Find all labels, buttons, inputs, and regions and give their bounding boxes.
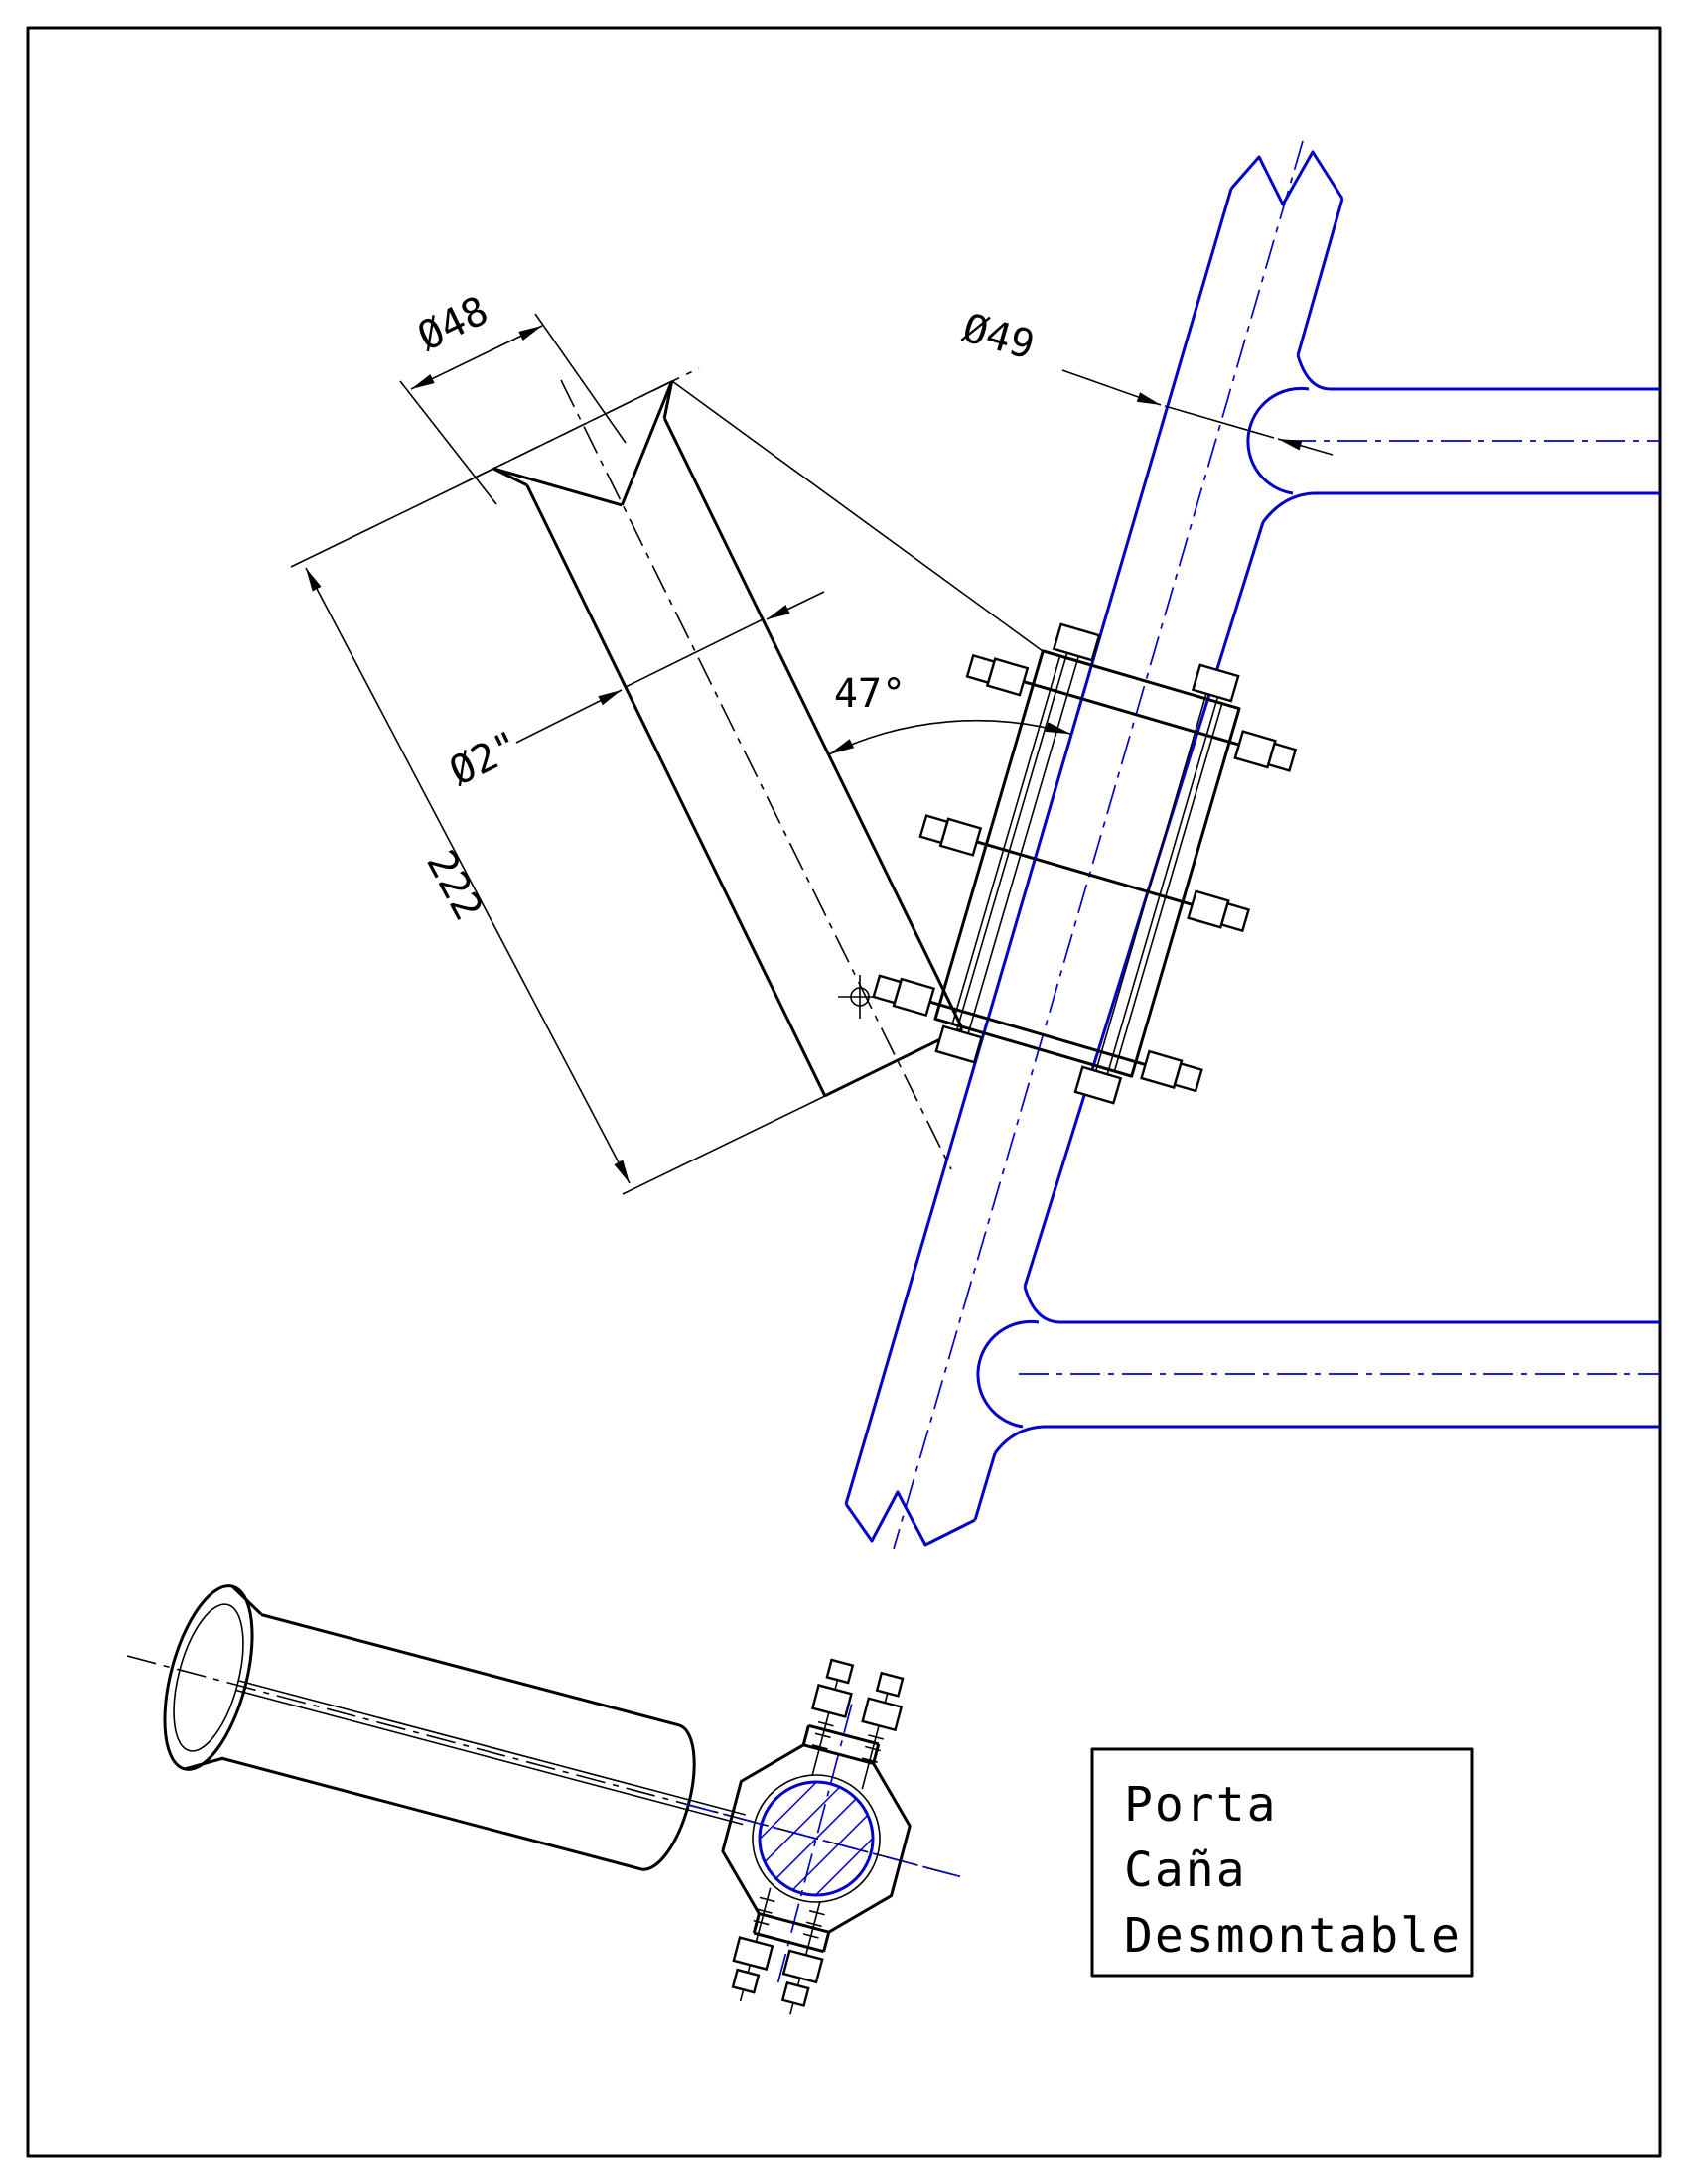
dim-length-222: 222 [290,468,826,1195]
rail-horizontal-tube-top [1246,354,1660,523]
rod-top-nut-left [1052,622,1101,662]
rail-diagonal-centerline [893,140,1304,1550]
title-line-2: Caña [1124,1843,1247,1898]
blue-rail-assembly [844,140,1660,1550]
notch-left [492,467,623,507]
clamp-plate-assembly [872,622,1298,1105]
tube-right-edge [662,417,964,1029]
drawing-border-frame [26,26,1662,2158]
threaded-rod-left [951,636,1073,1047]
angle-arrow-right [1045,722,1071,735]
clamp-bolt-row-middle [918,814,1250,933]
dim-angle-47: 47° [828,671,1072,755]
dim-label-222: 222 [417,843,492,927]
dim-label-dia49: Ø49 [958,305,1040,368]
rod-bottom-nut-left [934,1024,984,1064]
title-block: Porta Caña Desmontable [1090,1747,1474,1978]
angle-arc [828,719,1072,755]
clamp-bolt-row-bottom [872,974,1203,1093]
title-block-frame [1090,1747,1474,1978]
rail-break-bottom [844,1490,976,1547]
opening-face-centerline [466,367,700,482]
iso-clamp [686,1658,961,2015]
iso-rail-cross-section [758,1780,875,1897]
dim-label-47deg: 47° [834,671,906,717]
title-line-3: Desmontable [1124,1908,1462,1964]
rail-bottom-tube-end-cap [976,1319,1040,1429]
iso-clamp-bolts-top [801,1658,905,1790]
dim-dia2in: Ø2" [443,591,825,795]
rail-top-tube-end-cap [1246,386,1310,495]
iso-clamp-bolts-bottom [731,1887,831,2015]
rail-section-centerline-v [776,1704,853,1983]
dim-dia48: Ø48 [399,288,627,505]
rod-top-nut-right [1191,663,1240,703]
rail-diagonal-right-edge-lower [973,1452,997,1521]
notch-right [620,380,674,506]
angle-arrow-left [828,739,855,755]
rod-bottom-nut-right [1073,1065,1123,1105]
iso-flange [163,1584,263,1771]
rod-holder-tube-main-view [466,367,1044,1170]
rail-diagonal-left-edge [844,188,1233,1505]
iso-rod-lower-line [235,1689,744,1826]
tube-left-edge [525,484,827,1097]
title-line-1: Porta [1124,1777,1278,1833]
clamp-octagon-body [721,1743,912,1934]
iso-tube-end-cap [639,1723,696,1871]
iso-detail-view [126,1584,961,2015]
dim-label-dia48: Ø48 [411,288,495,360]
rail-break-top [1229,150,1344,206]
rail-section-centerline-h [686,1803,961,1878]
rail-diagonal-right-edge-upper [1296,198,1344,356]
dim-label-dia2in: Ø2" [443,723,527,795]
iso-tube-body [222,1613,696,1871]
clamp-bolt-row-top [965,653,1298,772]
threaded-rod-right [1090,677,1212,1088]
rail-horizontal-tube-bottom [976,1286,1660,1454]
tube-axis-centerline [560,379,952,1170]
clamp-plate [933,649,1241,1078]
dim-dia49: Ø49 [958,305,1334,456]
iso-rod-upper-line [238,1680,747,1816]
projection-line [671,380,1044,652]
clamp-bore-circle [752,1774,881,1903]
